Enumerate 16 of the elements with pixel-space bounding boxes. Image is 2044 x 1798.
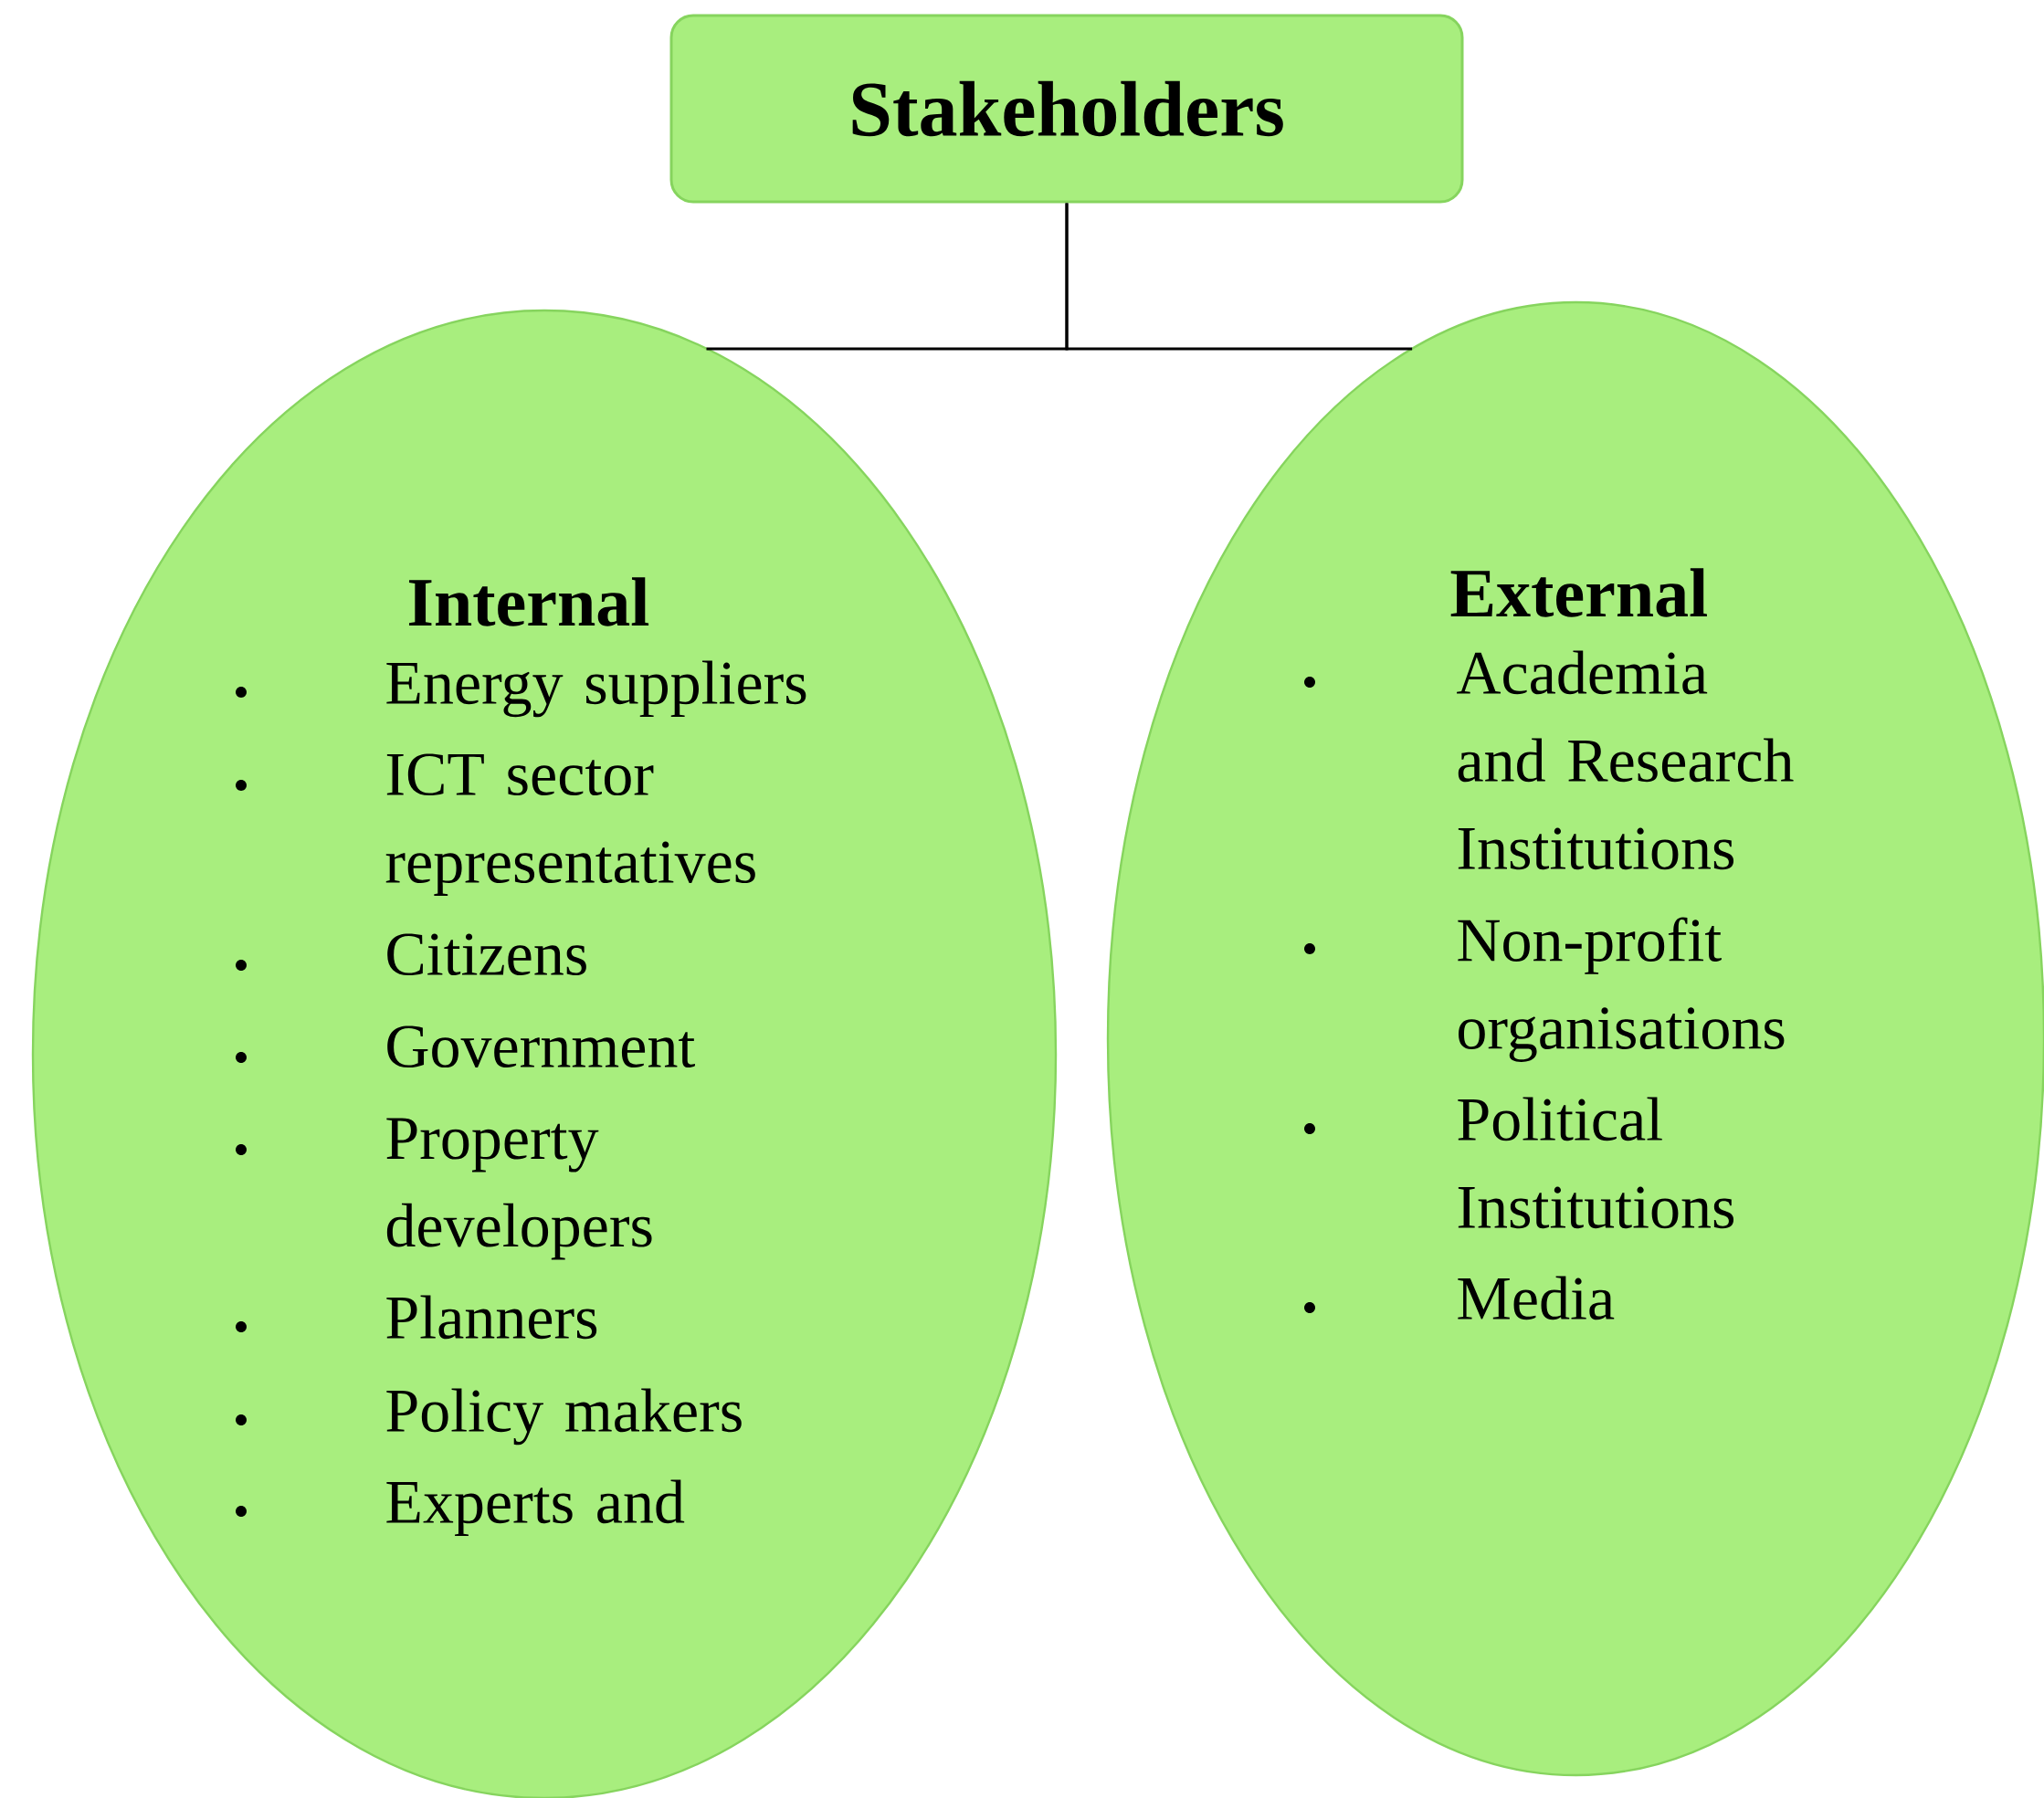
list-item: Policy makers — [236, 1388, 742, 1446]
list-item: ICT sector representatives — [236, 753, 755, 896]
list-item: Citizens — [236, 933, 586, 976]
list-item: Energy suppliers — [236, 660, 806, 718]
title-box: Stakeholders — [669, 14, 1464, 204]
connector — [1065, 203, 1413, 351]
list-item: Property developers — [236, 1118, 652, 1260]
list-item: Government — [236, 1025, 695, 1068]
heading: Internal — [409, 577, 649, 626]
list-item: Media — [1304, 1276, 1615, 1320]
list-item: Experts and — [236, 1479, 685, 1537]
list-item: Non-profit organisations — [1304, 917, 1785, 1062]
list-item: Planners — [236, 1295, 597, 1340]
list-item: Academia and Research Institutions — [1304, 650, 1794, 870]
heading: External — [1450, 568, 1707, 617]
list-item: Political Institutions — [1304, 1097, 1734, 1229]
